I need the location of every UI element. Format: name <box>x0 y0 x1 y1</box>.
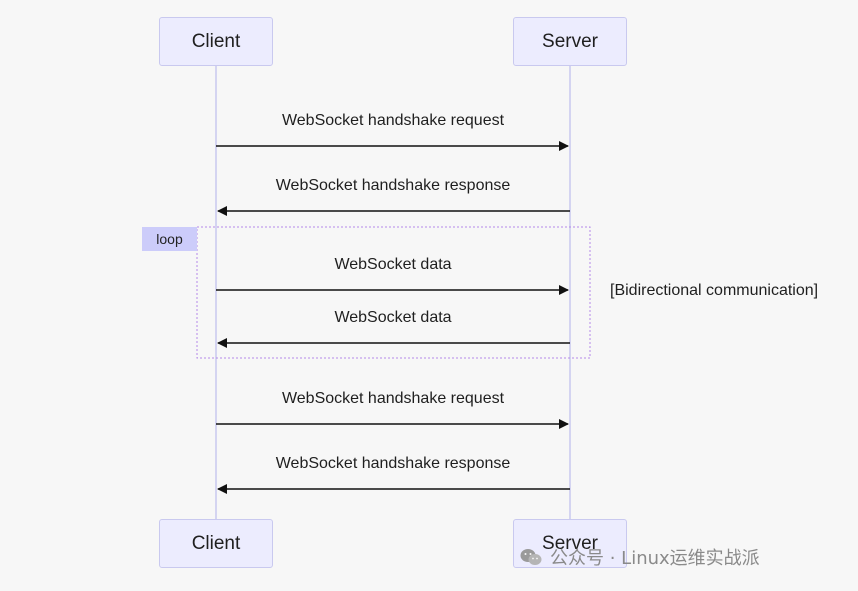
client-actor-bottom: Client <box>159 519 273 568</box>
watermark-text: 公众号 · Linux运维实战派 <box>550 548 760 569</box>
client-actor-label: Client <box>191 532 241 554</box>
loop-condition: [Bidirectional communication] <box>610 282 819 299</box>
message-label-3: WebSocket data <box>334 256 452 273</box>
wechat-icon <box>520 549 542 565</box>
loop-label: loop <box>142 227 197 251</box>
message-label-5: WebSocket handshake request <box>281 390 505 407</box>
client-actor-top: Client <box>159 17 273 66</box>
server-actor-bottom: Server <box>513 519 627 568</box>
server-actor-top: Server <box>513 17 627 66</box>
message-label-4: WebSocket data <box>334 309 452 326</box>
loop-frame <box>196 226 591 359</box>
watermark: 公众号 · Linux运维实战派 <box>520 544 760 570</box>
client-actor-label: Client <box>191 30 241 52</box>
message-label-2: WebSocket handshake response <box>275 177 511 194</box>
server-actor-label: Server <box>542 532 598 554</box>
server-actor-label: Server <box>542 30 598 52</box>
message-label-1: WebSocket handshake request <box>281 112 505 129</box>
message-label-6: WebSocket handshake response <box>275 455 511 472</box>
